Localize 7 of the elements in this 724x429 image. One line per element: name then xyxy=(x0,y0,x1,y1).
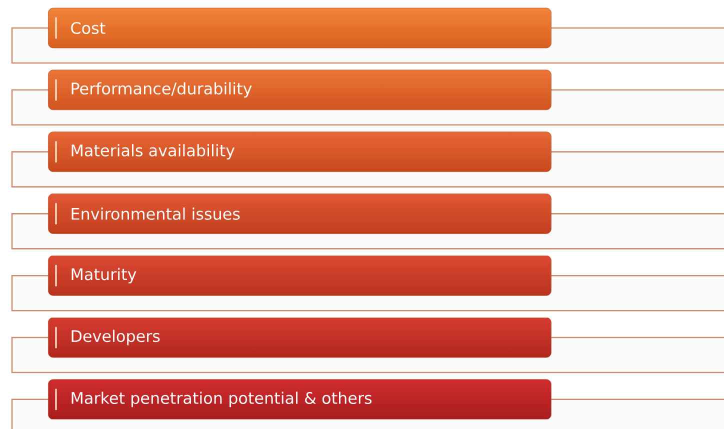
list-bar: Maturity xyxy=(48,255,552,296)
list-bar: Performance/durability xyxy=(48,70,552,110)
list-bar: Developers xyxy=(48,317,552,358)
list-bar: Cost xyxy=(48,8,552,48)
list-bar: Environmental issues xyxy=(48,194,552,234)
list-bar: Market penetration potential & others xyxy=(48,379,552,420)
list-bar: Materials availability xyxy=(48,132,552,172)
